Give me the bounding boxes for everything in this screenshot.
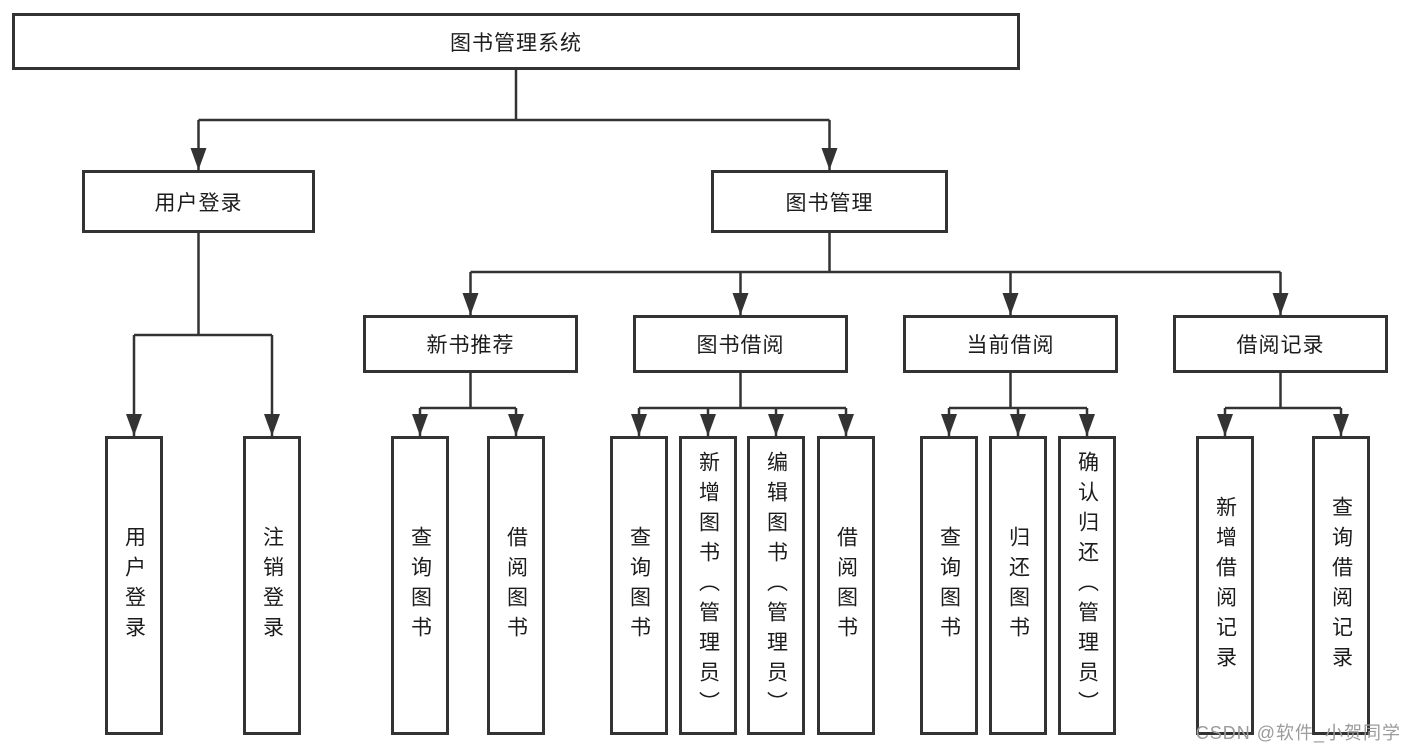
leaf-confirm-return-admin: 确认归还（管理员） [1058,436,1116,735]
node-borrowing-records: 借阅记录 [1173,315,1388,373]
node-book-borrowing: 图书借阅 [633,315,848,373]
leaf-user-login: 用户登录 [105,436,163,735]
leaf-borrow-books: 借阅图书 [817,436,875,735]
watermark: CSDN @软件_小贺同学 [1195,723,1401,743]
node-book-management: 图书管理 [711,170,948,233]
leaf-add-books-admin: 新增图书（管理员） [679,436,737,735]
connector-current-borrow-branch [941,373,1095,436]
connector-new-book-branch [412,373,524,436]
leaf-logout: 注销登录 [243,436,301,735]
node-current-borrowing: 当前借阅 [903,315,1118,373]
leaf-query-books-current: 查询图书 [920,436,978,735]
connector-root-to-level2 [190,70,838,170]
connector-borrow-records-branch [1217,373,1349,436]
connector-user-login-branch [126,233,280,436]
node-new-book-recommendation: 新书推荐 [363,315,578,373]
leaf-query-borrow-record: 查询借阅记录 [1312,436,1370,735]
leaf-borrow-books-recommend: 借阅图书 [487,436,545,735]
connector-book-management-branch [462,233,1289,315]
leaf-query-books-recommend: 查询图书 [391,436,449,735]
leaf-add-borrow-record: 新增借阅记录 [1196,436,1254,735]
node-library-management-system: 图书管理系统 [12,13,1020,70]
connector-book-borrow-branch [631,373,854,436]
leaf-query-books-borrowing: 查询图书 [610,436,668,735]
leaf-return-books: 归还图书 [989,436,1047,735]
leaf-edit-books-admin: 编辑图书（管理员） [747,436,805,735]
node-user-login: 用户登录 [82,170,315,233]
